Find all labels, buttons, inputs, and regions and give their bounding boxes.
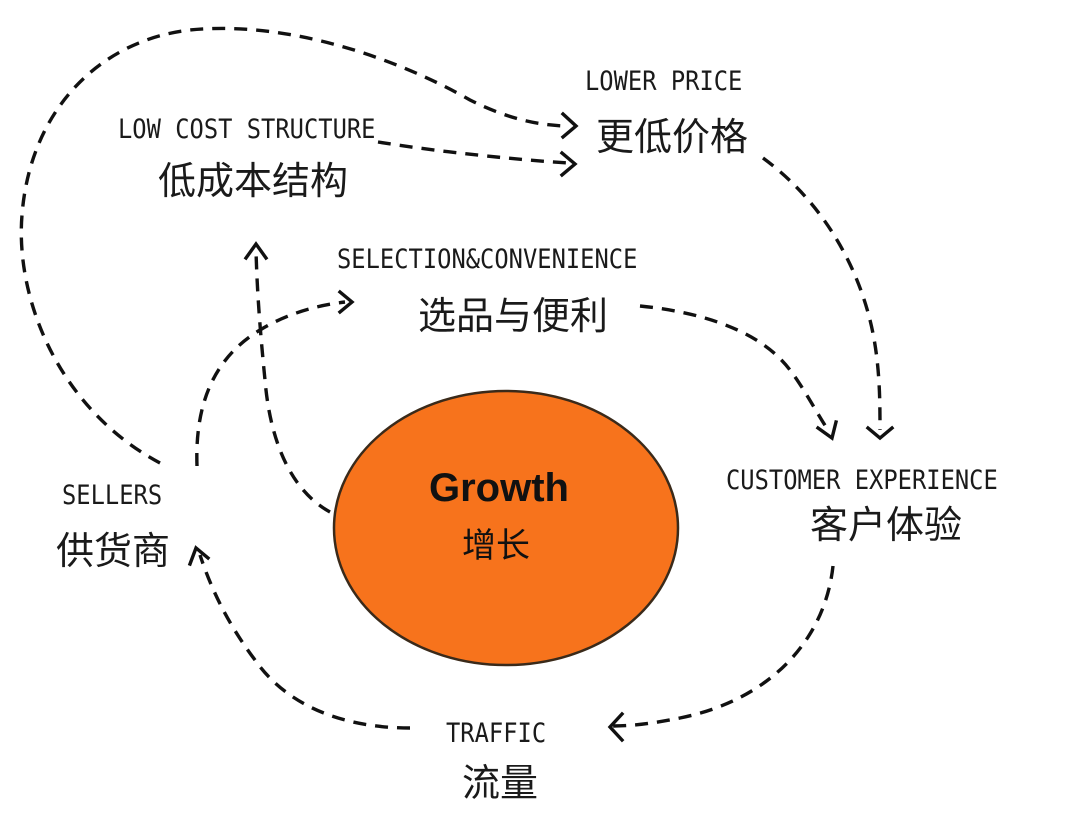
arrowhead-traffic: [607, 711, 625, 743]
node-traffic-zh: 流量: [462, 761, 539, 805]
edge-low-cost-to-lower-price: [377, 140, 569, 165]
growth-circle: [332, 389, 680, 667]
edge-traffic-to-sellers: [198, 554, 411, 730]
growth-label-en: Growth: [429, 466, 569, 510]
node-sellers-zh: 供货商: [56, 529, 171, 573]
edge-sellers-to-selection: [195, 300, 346, 467]
edge-lower-price-to-customer-experience: [761, 156, 882, 431]
arrowhead-lower-price-bottom: [559, 150, 578, 178]
arrowhead-sellers: [187, 545, 211, 567]
node-selection-zh: 选品与便利: [418, 294, 609, 338]
node-customer-experience-en: CUSTOMER EXPERIENCE: [726, 465, 998, 496]
growth-label-zh: 增长: [462, 526, 530, 566]
arrowhead-lower-price-top: [560, 111, 579, 140]
arrowhead-customer-experience-left: [815, 419, 839, 441]
node-sellers-en: SELLERS: [62, 480, 163, 511]
node-traffic-en: TRAFFIC: [446, 718, 547, 749]
arrowhead-low-cost: [243, 241, 269, 261]
node-low-cost-en: LOW COST STRUCTURE: [118, 114, 376, 145]
arrowhead-selection: [337, 289, 355, 315]
edge-sellers-to-lower-price: [19, 26, 566, 465]
edge-selection-to-customer-experience: [639, 304, 830, 431]
edge-growth-to-low-cost: [254, 249, 331, 514]
edge-customer-experience-to-traffic: [611, 565, 835, 728]
node-selection-en: SELECTION&CONVENIENCE: [337, 244, 638, 275]
node-low-cost-zh: 低成本结构: [158, 159, 349, 203]
node-lower-price-en: LOWER PRICE: [585, 66, 743, 97]
node-customer-experience-zh: 客户体验: [810, 503, 963, 547]
node-lower-price-zh: 更低价格: [596, 115, 749, 159]
arrowhead-customer-experience-right: [865, 425, 895, 441]
